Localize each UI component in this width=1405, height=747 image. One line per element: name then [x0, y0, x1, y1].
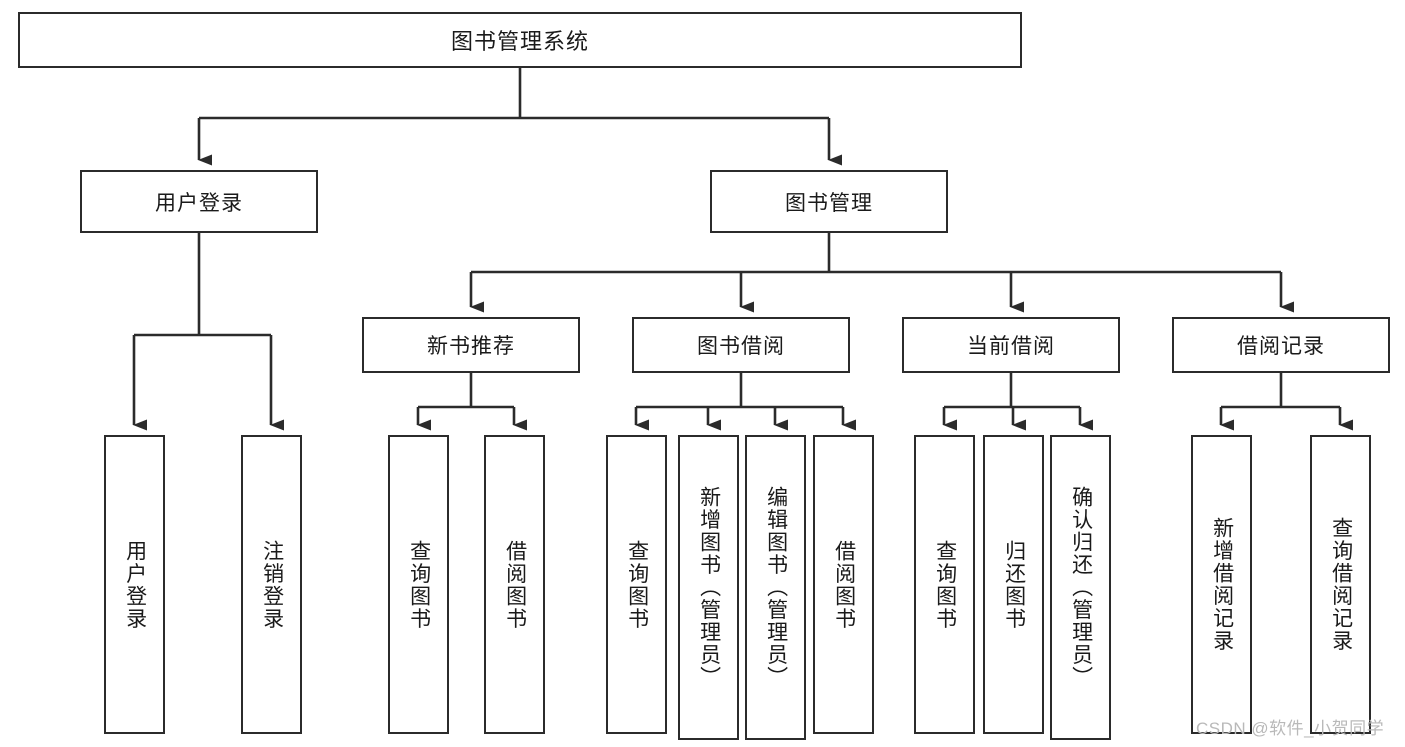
node-borrow-record[interactable]: 借阅记录: [1172, 317, 1390, 373]
edge-lines: [132, 68, 1353, 431]
node-root[interactable]: 图书管理系统: [18, 12, 1022, 68]
node-leaf-query-book-1[interactable]: 查询图书: [388, 435, 449, 734]
node-leaf-logout-login-label: 注销登录: [260, 539, 284, 630]
node-book-borrow[interactable]: 图书借阅: [632, 317, 850, 373]
node-leaf-add-record[interactable]: 新增借阅记录: [1191, 435, 1252, 734]
node-leaf-confirm-return-label: 确认归还（管理员）: [1069, 486, 1093, 689]
node-current-borrow[interactable]: 当前借阅: [902, 317, 1120, 373]
node-current-borrow-label: 当前借阅: [967, 335, 1055, 358]
node-book-borrow-label: 图书借阅: [697, 335, 785, 358]
node-leaf-user-login[interactable]: 用户登录: [104, 435, 165, 734]
node-leaf-add-record-label: 新增借阅记录: [1210, 517, 1234, 652]
node-leaf-add-book-label: 新增图书（管理员）: [697, 486, 721, 689]
node-leaf-logout-login[interactable]: 注销登录: [241, 435, 302, 734]
node-leaf-query-book-2-label: 查询图书: [625, 539, 649, 630]
node-leaf-borrow-book-1-label: 借阅图书: [503, 539, 527, 630]
node-leaf-add-book[interactable]: 新增图书（管理员）: [678, 435, 739, 740]
node-leaf-borrow-book-2[interactable]: 借阅图书: [813, 435, 874, 734]
node-leaf-query-record[interactable]: 查询借阅记录: [1310, 435, 1371, 734]
node-leaf-query-book-3[interactable]: 查询图书: [914, 435, 975, 734]
node-leaf-borrow-book-1[interactable]: 借阅图书: [484, 435, 545, 734]
node-leaf-query-book-3-label: 查询图书: [933, 539, 957, 630]
node-leaf-user-login-label: 用户登录: [123, 539, 147, 630]
node-leaf-edit-book[interactable]: 编辑图书（管理员）: [745, 435, 806, 740]
node-book-management[interactable]: 图书管理: [710, 170, 948, 233]
node-book-management-label: 图书管理: [785, 191, 873, 215]
node-new-book-recommend[interactable]: 新书推荐: [362, 317, 580, 373]
node-leaf-query-record-label: 查询借阅记录: [1329, 517, 1353, 652]
node-leaf-borrow-book-2-label: 借阅图书: [832, 539, 856, 630]
node-leaf-return-book-label: 归还图书: [1002, 539, 1026, 630]
node-root-label: 图书管理系统: [450, 29, 589, 54]
node-new-book-recommend-label: 新书推荐: [427, 335, 515, 358]
node-leaf-confirm-return[interactable]: 确认归还（管理员）: [1050, 435, 1111, 740]
node-leaf-query-book-1-label: 查询图书: [407, 539, 431, 630]
node-leaf-query-book-2[interactable]: 查询图书: [606, 435, 667, 734]
node-user-login-label: 用户登录: [155, 191, 243, 215]
node-leaf-return-book[interactable]: 归还图书: [983, 435, 1044, 734]
node-user-login[interactable]: 用户登录: [80, 170, 318, 233]
node-leaf-edit-book-label: 编辑图书（管理员）: [764, 486, 788, 689]
node-borrow-record-label: 借阅记录: [1237, 335, 1325, 358]
